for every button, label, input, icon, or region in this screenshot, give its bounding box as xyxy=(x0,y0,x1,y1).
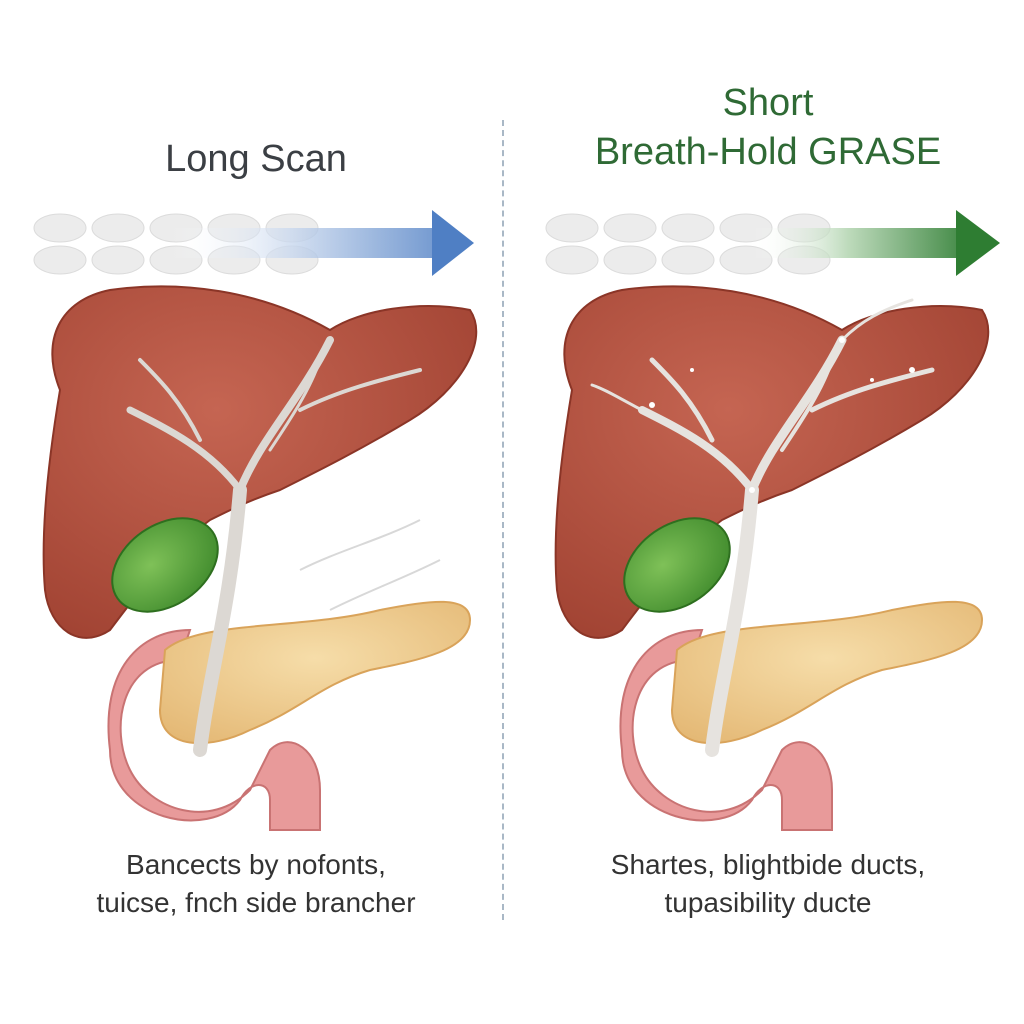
pancreas xyxy=(158,600,472,745)
short-grase-arrow xyxy=(545,210,1000,276)
duodenum xyxy=(107,628,321,831)
long-scan-arrow xyxy=(33,210,474,276)
short-grase-title-line2: Breath-Hold GRASE xyxy=(594,131,942,173)
sparkle-highlights xyxy=(649,337,915,493)
duodenum xyxy=(619,628,833,831)
short-grase-panel: Short Breath-Hold GRASE xyxy=(512,0,1024,1024)
liver xyxy=(554,285,990,639)
short-grase-caption-line1: Shartes, blightbide ducts, xyxy=(610,849,926,880)
gallbladder xyxy=(623,517,731,613)
short-grase-caption-line2: tupasibility ducte xyxy=(664,887,872,918)
bile-ducts xyxy=(590,298,935,757)
long-scan-anatomy-illustration xyxy=(42,285,478,831)
short-grase-anatomy-illustration xyxy=(554,285,990,831)
short-grase-title-line1: Short xyxy=(722,82,814,124)
gallbladder xyxy=(111,517,219,613)
long-scan-caption-line1: Bancects by nofonts, xyxy=(126,849,386,880)
long-scan-title: Long Scan xyxy=(165,138,347,180)
bile-ducts xyxy=(126,336,422,757)
long-scan-caption-line2: tuicse, fnch side brancher xyxy=(96,887,416,918)
long-scan-panel: Long Scan xyxy=(33,138,478,918)
panel-divider xyxy=(502,120,504,920)
liver xyxy=(42,285,478,639)
pancreas xyxy=(670,600,984,745)
